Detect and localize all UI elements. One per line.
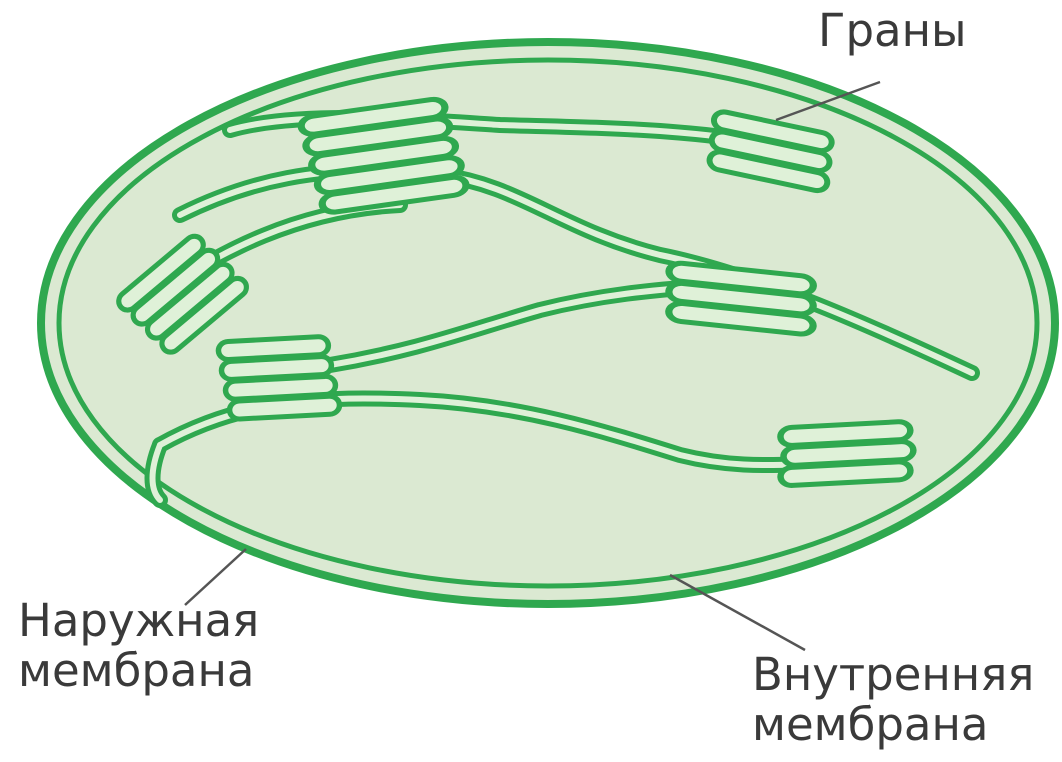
granum-bottom-right — [778, 421, 915, 486]
label-outer-membrane: Наружная мембрана — [18, 596, 259, 695]
label-inner-line1: Внутренняя — [752, 650, 1034, 700]
label-outer-line1: Наружная — [18, 596, 259, 646]
granum-middle-right — [664, 262, 818, 335]
label-grana-text: Граны — [818, 6, 967, 56]
label-inner-line2: мембрана — [752, 700, 1034, 750]
label-inner-membrane: Внутренняя мембрана — [752, 650, 1034, 749]
granum-lower-left — [218, 336, 340, 420]
label-grana: Граны — [818, 6, 967, 56]
granum-top-left — [300, 96, 467, 215]
label-outer-line2: мембрана — [18, 646, 259, 696]
